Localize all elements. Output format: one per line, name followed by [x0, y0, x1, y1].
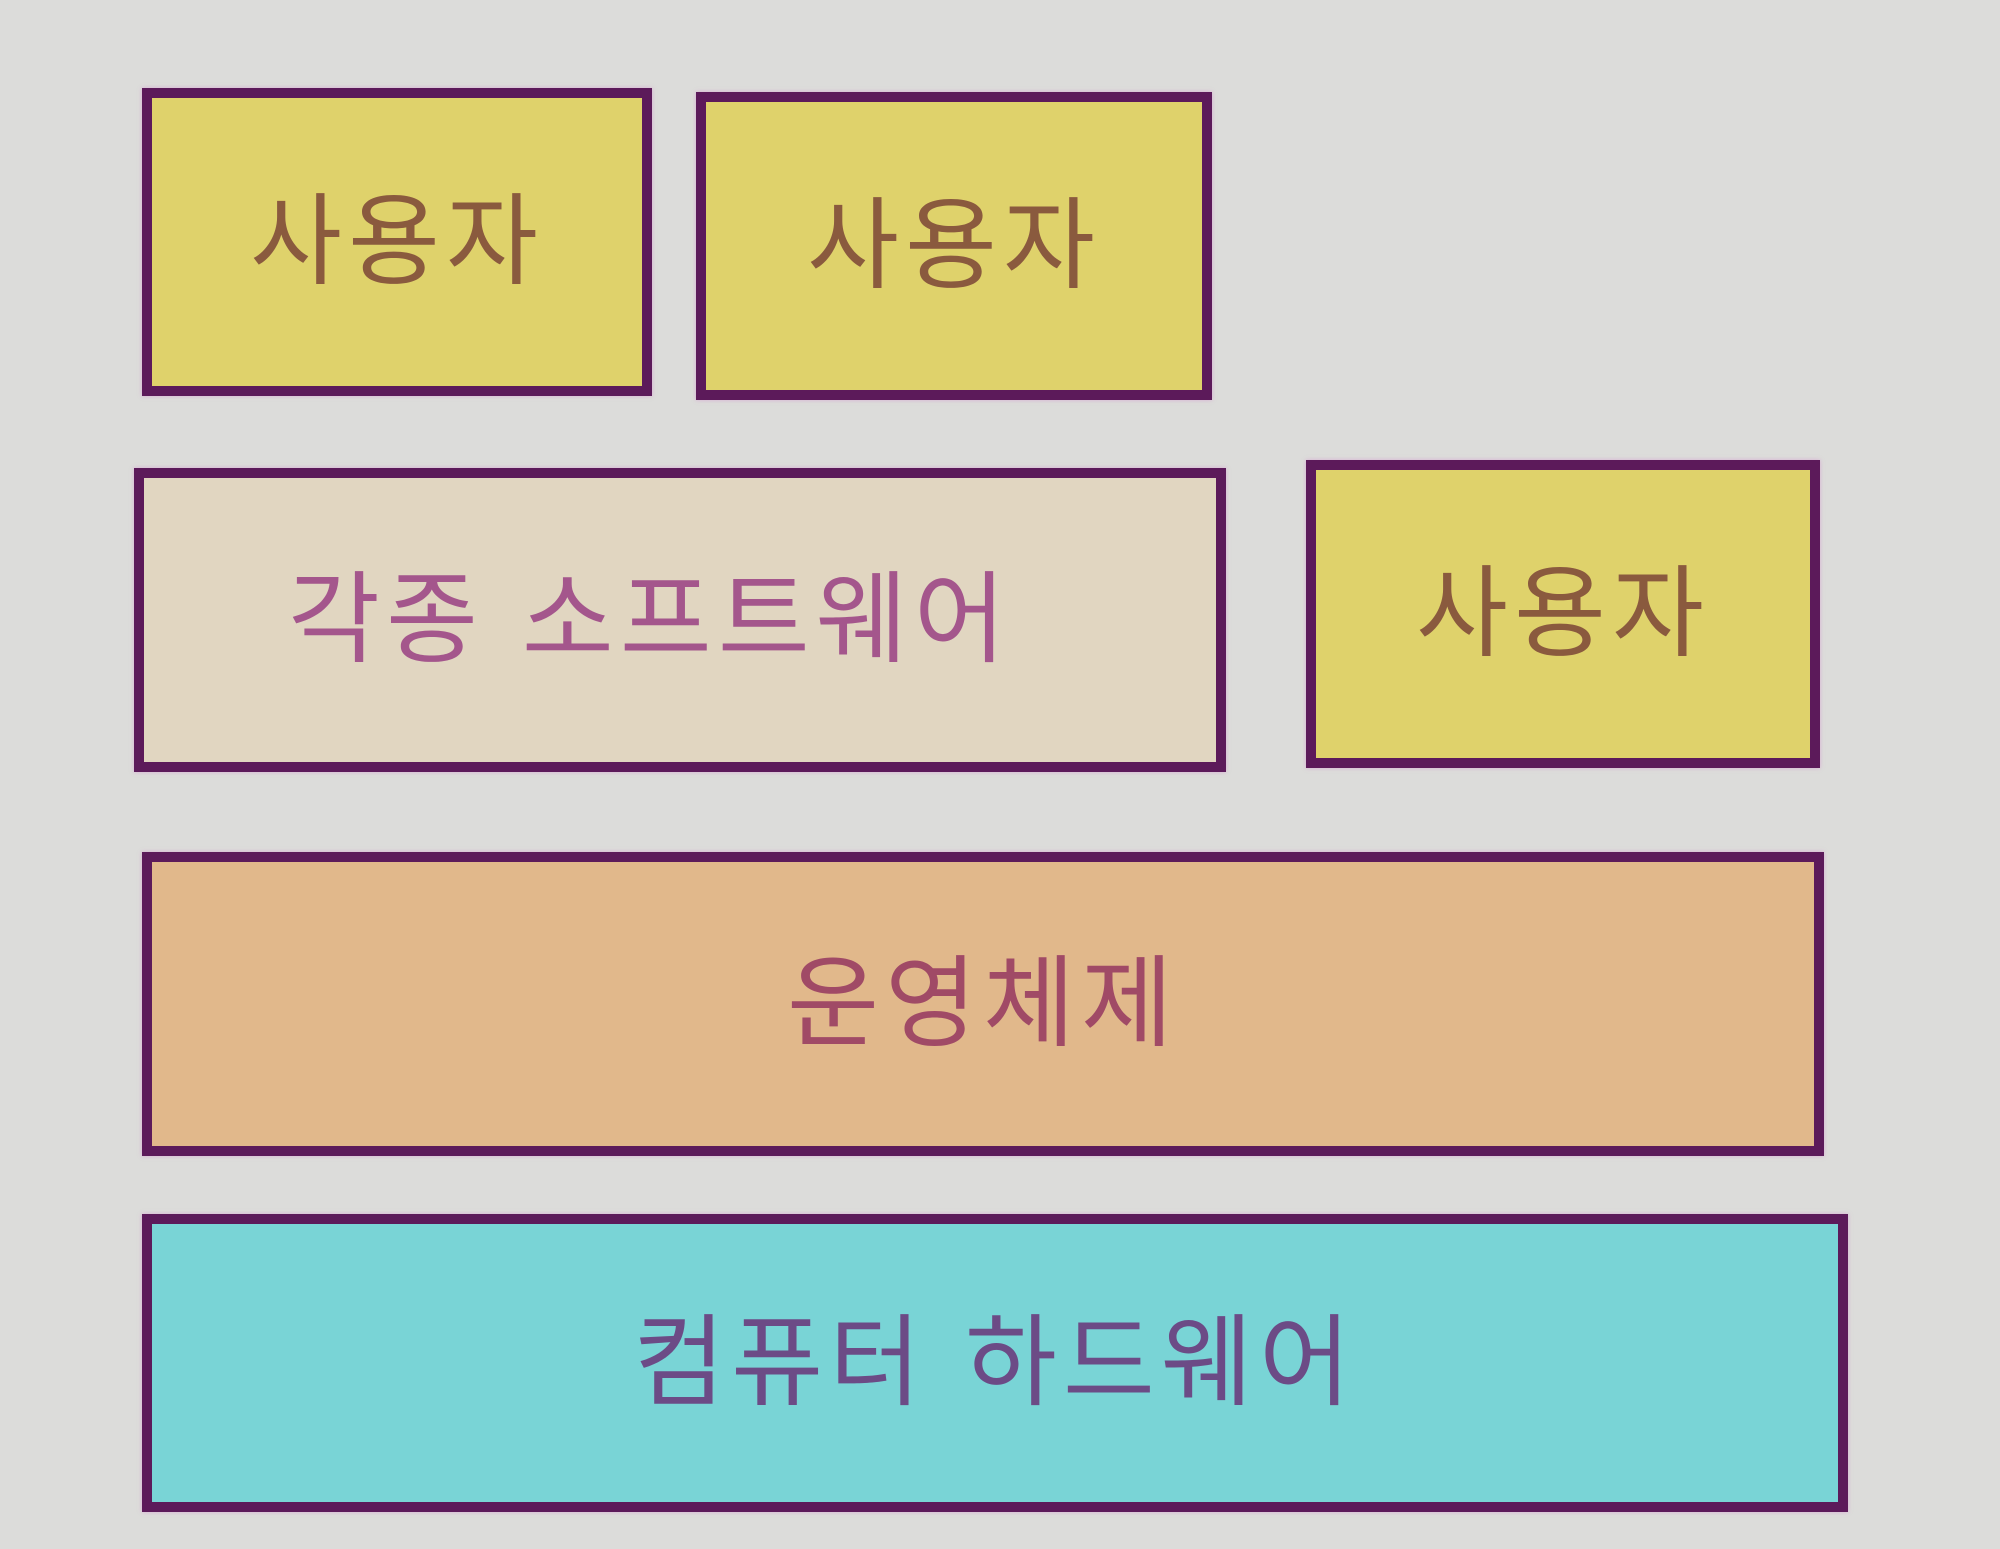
hardware-layer-label: 컴퓨터 하드웨어	[633, 1304, 1357, 1421]
software-layer-box: 각종 소프트웨어	[134, 468, 1226, 772]
user-box-1: 사용자	[142, 88, 652, 396]
user-label-1: 사용자	[250, 183, 544, 300]
user-box-3: 사용자	[1306, 460, 1820, 768]
hardware-layer-box: 컴퓨터 하드웨어	[142, 1214, 1848, 1512]
user-label-2: 사용자	[807, 187, 1101, 304]
operating-system-layer-box: 운영체제	[142, 852, 1824, 1156]
software-layer-label: 각종 소프트웨어	[288, 561, 1012, 678]
user-box-2: 사용자	[696, 92, 1212, 400]
user-label-3: 사용자	[1416, 555, 1710, 672]
operating-system-layer-label: 운영체제	[787, 945, 1179, 1062]
